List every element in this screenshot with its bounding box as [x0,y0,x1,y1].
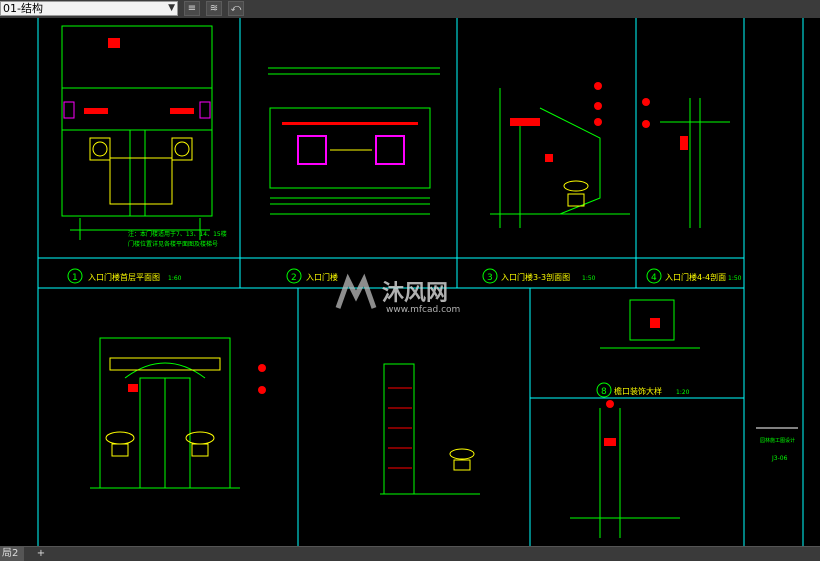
title-4-text: 入口门楼4-4剖面 [665,272,726,282]
title-3-text: 入口门楼3-3剖面图 [501,272,570,282]
sheet-label: J3-06 [771,455,788,462]
layer-dropdown-value: 01-结构 [3,2,43,15]
sheet-frame [37,18,804,546]
watermark-cn: 沐风网 [382,281,448,306]
plus-icon: + [36,548,46,559]
layer-previous-button[interactable]: ⤺ [228,1,244,16]
drawing-3-section [490,82,630,228]
title-2-num: 2 [291,273,297,283]
watermark-url: www.mfcad.com [386,305,460,315]
make-layer-current-button[interactable]: ≡ [184,1,200,16]
layer-current-icon: ≡ [187,3,197,14]
title-3: 3 入口门楼3-3剖面图 1:50 [482,268,596,284]
title-3-scale: 1:50 [582,275,596,282]
chevron-down-icon[interactable]: ▼ [168,3,175,13]
layer-toolbar: 01-结构 ▼ ≡ ≋ ⤺ [0,0,820,19]
title-2: 2 入口门楼 [286,268,338,284]
title-1-num: 1 [72,273,78,283]
title-4-num: 4 [651,273,657,283]
watermark: 沐风网 www.mfcad.com [330,270,520,316]
plan-note-line1: 注：本门楼适用于7、13、14、15楼 [128,230,227,238]
drawing-4-section [642,98,730,228]
drawing-1-plan: 注：本门楼适用于7、13、14、15楼 门楼位置详见各楼平面图及楼梯号 [61,25,227,248]
title-8-text: 檐口装饰大样 [614,386,662,396]
drawing-canvas[interactable]: 注：本门楼适用于7、13、14、15楼 门楼位置详见各楼平面图及楼梯号 [0,18,820,546]
layout-tab[interactable]: 局2 [0,547,24,561]
title-4: 4 入口门楼4-4剖面 1:50 [646,268,742,284]
layout-tab-label: 局2 [2,548,19,559]
title-4-scale: 1:50 [728,275,742,282]
title-8: 8 檐口装饰大样 1:20 [596,382,690,398]
watermark-logo-icon: 沐风网 www.mfcad.com [335,273,460,315]
title-1-text: 入口门楼首层平面图 [88,272,160,282]
plan-note-line2: 门楼位置详见各楼平面图及楼梯号 [128,240,218,248]
drawing-6-section [380,363,480,495]
drawing-5-elevation [90,337,266,489]
sheet-title: 园林施工图设计 [760,437,795,444]
layout-tabs-bar: 局2 + [0,546,820,561]
title-8-scale: 1:20 [676,389,690,396]
add-layout-button[interactable]: + [34,547,48,561]
title-1: 1 入口门楼首层平面图 1:60 [67,268,182,284]
layer-dropdown[interactable]: 01-结构 ▼ [0,1,178,16]
title-2-text: 入口门楼 [306,272,338,282]
drawing-8-detail [600,299,700,349]
cad-drawing: 注：本门楼适用于7、13、14、15楼 门楼位置详见各楼平面图及楼梯号 [37,18,804,546]
title-1-scale: 1:60 [168,275,182,282]
title-8-num: 8 [601,387,607,397]
drawing-9-section [570,400,680,538]
drawing-2-section [268,67,440,215]
title-3-num: 3 [487,273,493,283]
layer-previous-icon: ⤺ [230,3,242,14]
layer-match-button[interactable]: ≋ [206,1,222,16]
layer-match-icon: ≋ [209,3,219,14]
